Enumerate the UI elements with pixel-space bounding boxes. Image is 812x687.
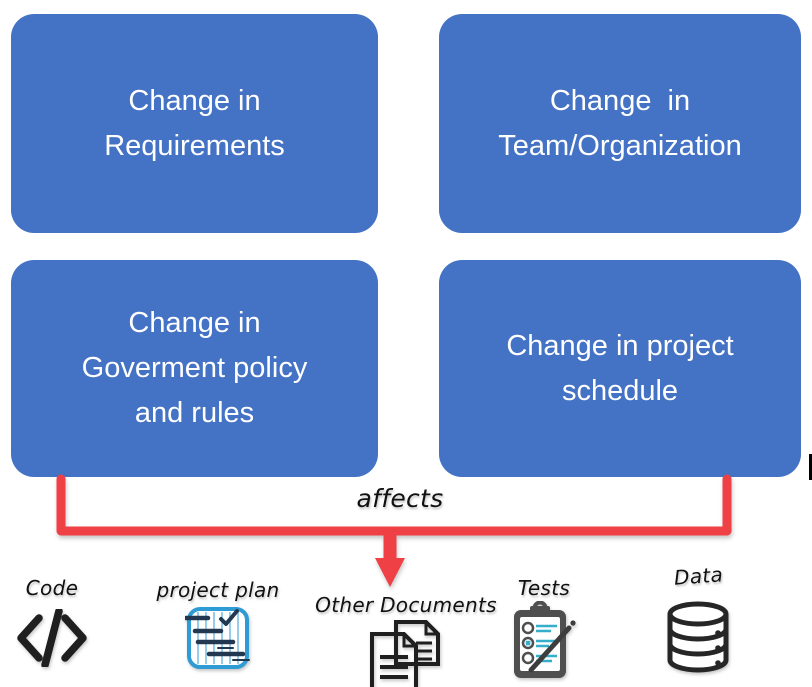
database-icon xyxy=(667,601,729,673)
cause-box-project-schedule: Change in project schedule xyxy=(439,260,801,477)
target-tests: Tests xyxy=(496,576,592,681)
cause-box-requirements: Change in Requirements xyxy=(11,14,378,233)
target-tests-label: Tests xyxy=(517,576,571,600)
cause-box-team-organization: Change in Team/Organization xyxy=(439,14,801,233)
target-other-documents-label: Other Documents xyxy=(315,593,497,617)
gantt-chart-icon xyxy=(185,607,250,669)
clipboard-checklist-icon xyxy=(514,601,576,678)
cause-box-government-policy-label: Change in Goverment policy and rules xyxy=(81,307,308,429)
down-arrow-icon xyxy=(375,558,405,587)
target-data-label: Data xyxy=(672,562,724,590)
code-icon xyxy=(17,609,87,667)
documents-icon xyxy=(370,620,440,687)
target-other-documents: Other Documents xyxy=(315,593,497,687)
cause-box-project-schedule-label: Change in project schedule xyxy=(506,329,734,407)
target-code: Code xyxy=(8,576,96,667)
target-project-plan-label: project plan xyxy=(156,578,280,602)
target-code-label: Code xyxy=(25,576,79,600)
affects-label: affects xyxy=(356,484,444,513)
target-data: Data xyxy=(656,562,740,675)
cause-box-government-policy: Change in Goverment policy and rules xyxy=(11,260,378,477)
cause-box-requirements-label: Change in Requirements xyxy=(104,84,285,162)
edge-mark xyxy=(809,454,812,480)
cause-box-team-organization-label: Change in Team/Organization xyxy=(498,84,742,162)
target-project-plan: project plan xyxy=(156,578,280,671)
